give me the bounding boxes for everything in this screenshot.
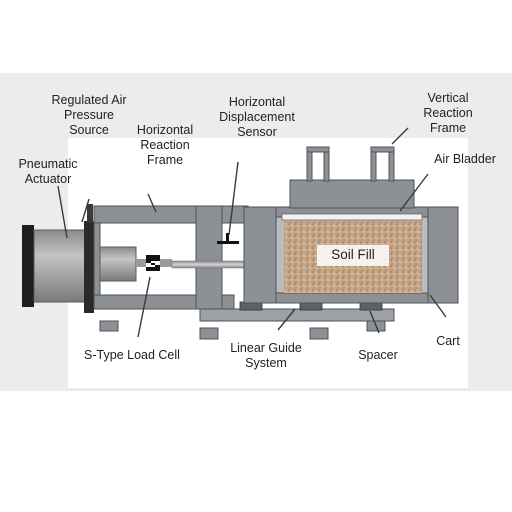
label-line: Frame	[429, 121, 467, 135]
vertical-reaction-frame	[289, 146, 415, 209]
label-s-type-load-cell: S-Type Load Cell	[84, 348, 180, 362]
label-regulated-air-pressure-source: Regulated Air Pressure Source	[40, 93, 138, 138]
label-pneumatic-actuator: Pneumatic Actuator	[8, 157, 88, 187]
label-line: Frame	[146, 153, 184, 167]
label-line: Linear Guide	[230, 341, 302, 355]
label-line: Horizontal	[136, 123, 194, 137]
label-line: Actuator	[24, 172, 72, 186]
label-line: Horizontal	[228, 95, 286, 109]
label-horizontal-displacement-sensor: Horizontal Displacement Sensor	[212, 95, 302, 140]
label-line: Reaction	[423, 106, 473, 120]
label-air-bladder: Air Bladder	[434, 152, 496, 166]
label-cart: Cart	[436, 334, 460, 348]
air-bladder	[281, 213, 423, 221]
label-line: System	[245, 356, 287, 370]
label-line: Reaction	[140, 138, 190, 152]
displacement-sensor	[217, 233, 239, 244]
label-line: Displacement	[219, 110, 295, 124]
label-soil-fill: Soil Fill	[331, 247, 375, 262]
label-horizontal-reaction-frame: Horizontal Reaction Frame	[126, 123, 204, 168]
label-line: Vertical	[427, 91, 469, 105]
horizontal-reaction-frame	[93, 205, 249, 310]
leader-lines	[57, 127, 447, 338]
soil-fill-tag	[317, 245, 389, 266]
label-line: Regulated Air	[51, 93, 127, 107]
label-line: Pneumatic	[18, 157, 78, 171]
test-apparatus-diagram: Regulated Air Pressure Source Pneumatic …	[0, 73, 512, 391]
s-type-load-cell	[136, 255, 172, 271]
guide-rail	[199, 308, 395, 322]
label-vertical-reaction-frame: Vertical Reaction Frame	[412, 91, 484, 136]
pneumatic-actuator	[22, 221, 94, 313]
push-rod	[171, 260, 249, 269]
label-line: Source	[69, 123, 109, 137]
label-spacer: Spacer	[358, 348, 398, 362]
apparatus-drawing	[22, 127, 468, 388]
label-line: Pressure	[63, 108, 115, 122]
label-line: Sensor	[237, 125, 277, 139]
air-pressure-fitting	[87, 204, 93, 223]
label-linear-guide-system: Linear Guide System	[224, 341, 308, 371]
piston-housing	[99, 246, 137, 282]
